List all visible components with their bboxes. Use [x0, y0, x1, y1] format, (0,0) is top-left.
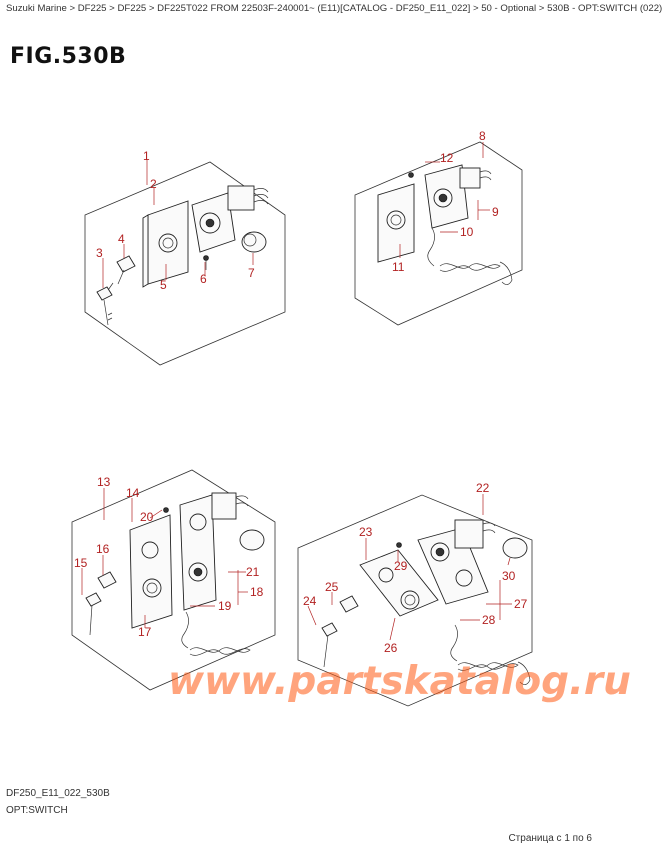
assembly-group-4: 22 23 24 25 26 27 28 29 30 — [297, 481, 533, 707]
parts-diagram: 1 2 3 4 5 6 7 8 9 10 11 12 — [71, 129, 631, 707]
part-number-6[interactable]: 6 — [200, 272, 207, 286]
part-number-20[interactable]: 20 — [140, 510, 154, 524]
part-number-24[interactable]: 24 — [303, 594, 317, 608]
part-number-2[interactable]: 2 — [150, 177, 157, 191]
assembly-group-2: 8 9 10 11 12 — [354, 129, 523, 326]
part-number-13[interactable]: 13 — [97, 475, 111, 489]
part-number-22[interactable]: 22 — [476, 481, 490, 495]
part-number-1[interactable]: 1 — [143, 149, 150, 163]
part-number-8[interactable]: 8 — [479, 129, 486, 143]
part-number-26[interactable]: 26 — [384, 641, 398, 655]
part-number-12[interactable]: 12 — [440, 151, 454, 165]
part-number-19[interactable]: 19 — [218, 599, 232, 613]
part-number-15[interactable]: 15 — [74, 556, 88, 570]
part-number-10[interactable]: 10 — [460, 225, 474, 239]
breadcrumb[interactable]: Suzuki Marine > DF225 > DF225 > DF225T02… — [6, 3, 662, 14]
part-number-27[interactable]: 27 — [514, 597, 528, 611]
assembly-group-3: 13 14 15 16 17 18 19 20 21 — [71, 469, 276, 691]
part-number-5[interactable]: 5 — [160, 278, 167, 292]
part-number-23[interactable]: 23 — [359, 525, 373, 539]
part-number-11[interactable]: 11 — [392, 260, 405, 274]
part-number-3[interactable]: 3 — [96, 246, 103, 260]
figure-title: FIG.530B — [10, 44, 127, 69]
part-number-7[interactable]: 7 — [248, 266, 255, 280]
part-number-9[interactable]: 9 — [492, 205, 499, 219]
part-number-25[interactable]: 25 — [325, 580, 339, 594]
figure-reference-code: DF250_E11_022_530B — [6, 788, 110, 799]
part-number-4[interactable]: 4 — [118, 232, 125, 246]
figure-reference-name: OPT:SWITCH — [6, 805, 68, 816]
part-number-18[interactable]: 18 — [250, 585, 264, 599]
part-number-21[interactable]: 21 — [246, 565, 260, 579]
part-number-14[interactable]: 14 — [126, 486, 140, 500]
part-number-30[interactable]: 30 — [502, 569, 516, 583]
watermark: www.partskatalog.ru — [168, 659, 631, 704]
part-number-16[interactable]: 16 — [96, 542, 110, 556]
page-counter: Страница с 1 по 6 — [508, 833, 592, 844]
assembly-group-1: 1 2 3 4 5 6 7 — [84, 149, 286, 366]
part-number-17[interactable]: 17 — [138, 625, 152, 639]
part-number-29[interactable]: 29 — [394, 559, 408, 573]
part-number-28[interactable]: 28 — [482, 613, 496, 627]
